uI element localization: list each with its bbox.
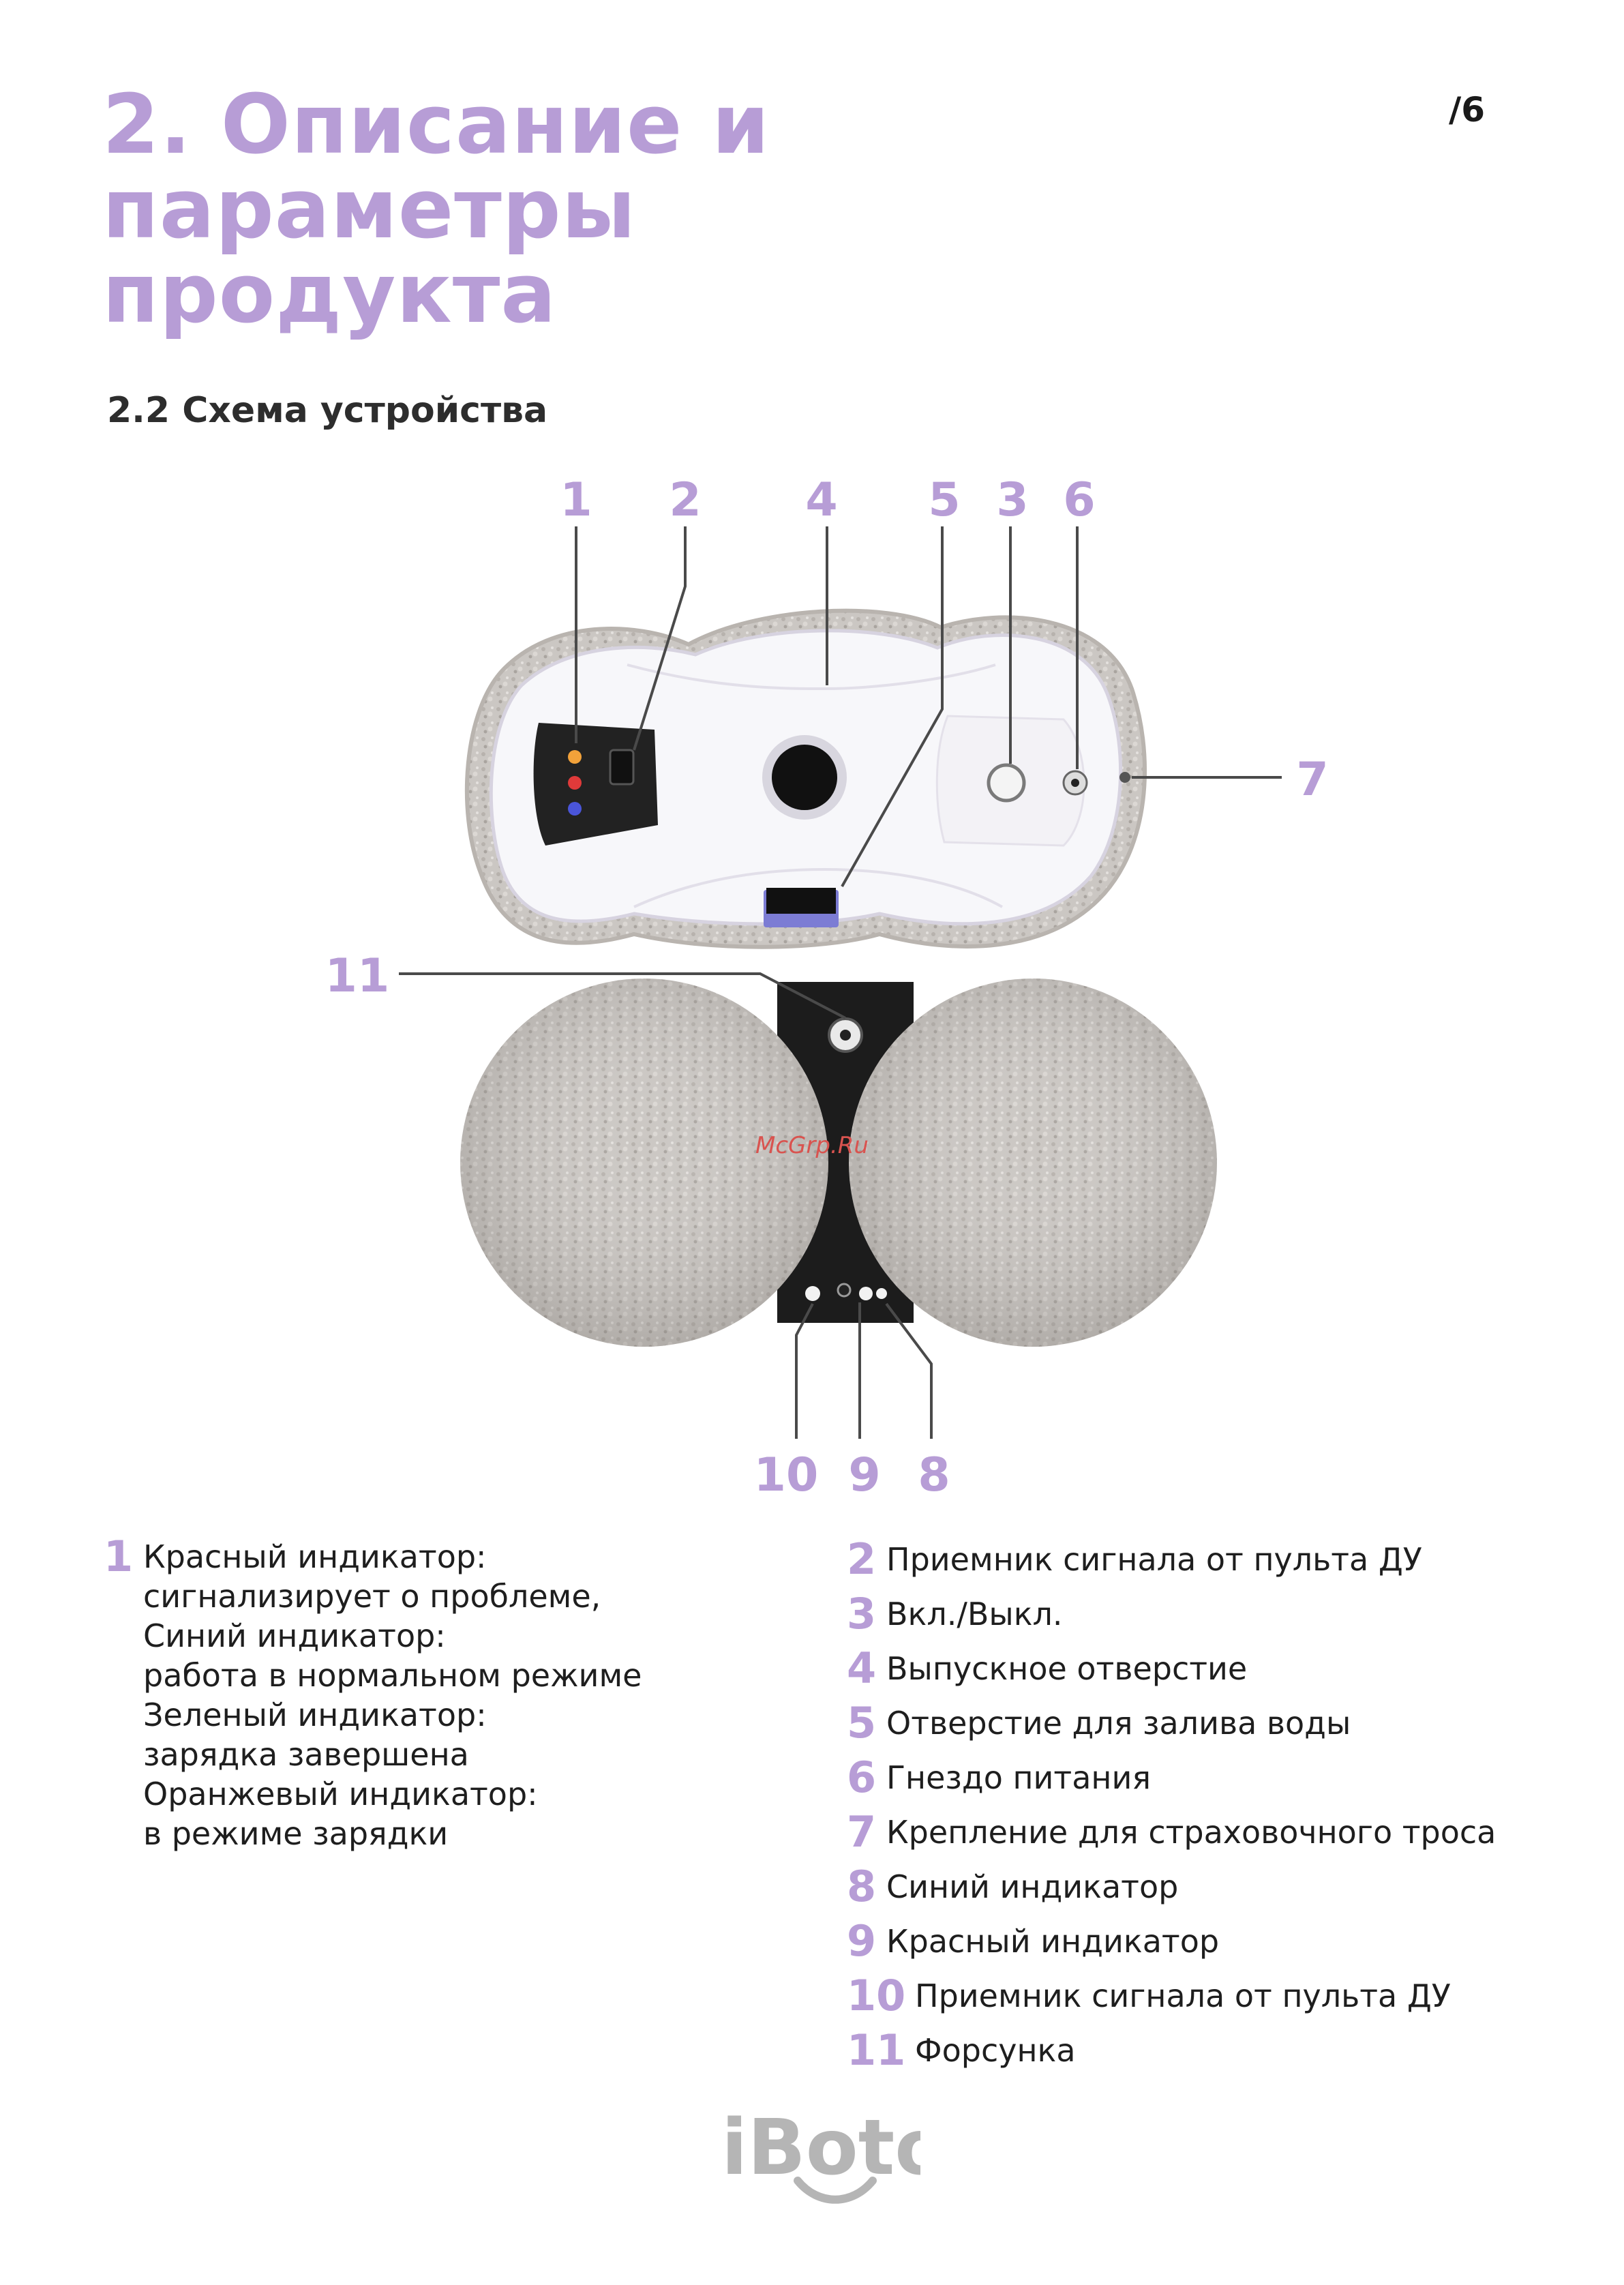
iboto-logo: iBoto [721, 2104, 920, 2204]
device-top-panel [627, 663, 996, 691]
legend-item-10: 10 Приемник сигнала от пульта ДУ [847, 1972, 1597, 2020]
logo-text: iBoto [721, 2104, 920, 2192]
nozzle [840, 1030, 851, 1041]
callout-10: 10 [753, 1448, 819, 1502]
legend-line: сигнализирует о проблеме, [143, 1578, 601, 1615]
legend-item-5: 5 Отверстие для залива воды [847, 1699, 1597, 1747]
legend-item-4: 4 Выпускное отверстие [847, 1645, 1597, 1692]
legend-text: Синий индикатор [886, 1868, 1179, 1905]
page-title-line-1: 2. Описание и параметры [102, 78, 770, 257]
legend-item-2: 2 Приемник сигнала от пульта ДУ [847, 1536, 1597, 1583]
legend-number: 9 [847, 1916, 877, 1966]
callout-6: 6 [1063, 473, 1096, 527]
legend-line: в режиме зарядки [143, 1815, 449, 1852]
bottom-blue-indicator [859, 1287, 873, 1300]
legend-text: Красный индикатор [886, 1923, 1220, 1960]
callout-2: 2 [669, 473, 702, 527]
safety-rope-mount [1119, 772, 1130, 783]
legend-line: Оранжевый индикатор: [143, 1776, 538, 1812]
callout-lines [399, 526, 1282, 1439]
legend-item-11: 11 Форсунка [847, 2027, 1597, 2074]
legend-number: 7 [847, 1807, 877, 1857]
legend-number: 1 [104, 1532, 134, 1581]
legend-number: 4 [847, 1643, 877, 1693]
legend-number: 10 [847, 1971, 906, 2020]
line-2 [633, 526, 687, 751]
page-title-line-2: продукта [102, 247, 557, 342]
device-bottom-view [460, 979, 1217, 1347]
device-top-view [464, 608, 1147, 949]
legend-line: зарядка завершена [143, 1736, 469, 1773]
line-10 [795, 1303, 814, 1439]
line-11 [399, 972, 846, 1019]
legend-item-1: 1 Красный индикатор: сигнализирует о про… [104, 1533, 819, 1853]
legend-text: Красный индикатор: сигнализирует о пробл… [143, 1533, 642, 1853]
legend-number: 2 [847, 1534, 877, 1584]
legend-line: Красный индикатор: [143, 1538, 487, 1575]
power-button [987, 763, 1026, 803]
blue-indicator [568, 802, 582, 816]
callout-7: 7 [1296, 753, 1329, 807]
callout-11: 11 [325, 949, 390, 1003]
line-8 [885, 1302, 933, 1439]
outlet-hole [772, 745, 837, 810]
bottom-blue-indicator-2 [876, 1288, 887, 1299]
orange-indicator [568, 750, 582, 764]
legend-text: Отверстие для залива воды [886, 1705, 1351, 1742]
legend-text: Приемник сигнала от пульта ДУ [886, 1541, 1422, 1578]
callout-1: 1 [560, 473, 592, 527]
bottom-receiver [805, 1286, 820, 1301]
watermark: McGrp.Ru [755, 1132, 869, 1159]
bottom-red-indicator [837, 1283, 852, 1298]
section-title: 2.2 Схема устройства [107, 390, 548, 431]
legend-text: Выпускное отверстие [886, 1650, 1248, 1687]
callout-8: 8 [918, 1448, 950, 1502]
water-inlet-cover [766, 888, 836, 914]
legend-item-6: 6 Гнездо питания [847, 1754, 1597, 1802]
page-number: /6 [1449, 90, 1486, 130]
callout-3: 3 [996, 473, 1029, 527]
callout-4: 4 [805, 473, 838, 527]
legend-text: Гнездо питания [886, 1759, 1152, 1796]
legend-number: 8 [847, 1862, 877, 1911]
legend-text: Приемник сигнала от пульта ДУ [915, 1977, 1451, 2014]
legend-line: работа в нормальном режиме [143, 1657, 642, 1694]
legend-item-3: 3 Вкл./Выкл. [847, 1590, 1597, 1638]
right-round-pad-shade [849, 979, 1217, 1347]
power-socket-pin [1071, 779, 1079, 787]
legend-line: Зеленый индикатор: [143, 1697, 487, 1733]
callout-9: 9 [848, 1448, 881, 1502]
device-bottom-panel [633, 867, 1003, 908]
indicator-panel [533, 723, 658, 846]
legend-item-8: 8 Синий индикатор [847, 1863, 1597, 1911]
legend-right: 2 Приемник сигнала от пульта ДУ 3 Вкл./В… [847, 1536, 1597, 2081]
device-diagram [399, 526, 1282, 1439]
legend-text: Вкл./Выкл. [886, 1596, 1063, 1632]
legend-line: Синий индикатор: [143, 1617, 446, 1654]
legend-text: Форсунка [915, 2032, 1076, 2069]
legend-number: 5 [847, 1698, 877, 1748]
red-indicator [568, 776, 582, 790]
logo-smile [794, 2177, 877, 2204]
legend-item-7: 7 Крепление для страховочного троса [847, 1808, 1597, 1856]
legend-text: Крепление для страховочного троса [886, 1814, 1497, 1851]
legend-number: 11 [847, 2025, 906, 2075]
legend-item-9: 9 Красный индикатор [847, 1917, 1597, 1965]
legend-left: 1 Красный индикатор: сигнализирует о про… [104, 1533, 819, 1853]
legend-number: 3 [847, 1589, 877, 1639]
legend-number: 6 [847, 1752, 877, 1802]
remote-receiver [609, 749, 635, 786]
page-title: 2. Описание и параметры продукта [102, 83, 1329, 337]
left-round-pad-shade [460, 979, 828, 1347]
callout-5: 5 [928, 473, 961, 527]
line-5 [841, 526, 944, 887]
